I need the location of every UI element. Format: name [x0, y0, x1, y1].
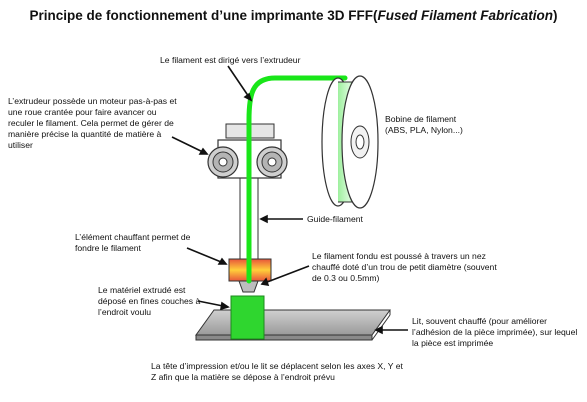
print-bed: [195, 309, 391, 341]
callout-arrows: [171, 65, 408, 335]
arrow-chauffant: [186, 247, 227, 265]
filament-strand: [246, 75, 348, 284]
label-extrudeur: L’extrudeur possède un moteur pas-à-pas …: [8, 96, 177, 150]
title-close: ): [553, 8, 558, 23]
arrow-filament-dirige: [227, 65, 252, 101]
label-lit: Lit, souvent chauffé (pour améliorer l’a…: [412, 316, 578, 348]
extruder-gear-left: [207, 146, 239, 178]
label-tete-impression: La tête d’impression et/ou le lit se dép…: [151, 361, 403, 382]
label-guide-filament: Guide-filament: [307, 214, 363, 224]
printed-part: [230, 295, 265, 340]
diagram-title: Principe de fonctionnement d’une imprima…: [0, 8, 587, 23]
title-italic: Fused Filament Fabrication: [377, 8, 554, 23]
label-bobine: Bobine de filament (ABS, PLA, Nylon...): [385, 114, 463, 135]
label-filament-dirige: Le filament est dirigé vers l’extrudeur: [160, 55, 301, 65]
extruder-gear-right: [256, 146, 288, 178]
label-filament-fondu: Le filament fondu est poussé à travers u…: [312, 251, 497, 283]
label-materiel-extrude: Le matériel extrudé est déposé en fines …: [98, 285, 201, 317]
filament-spool: [321, 75, 379, 209]
arrow-fondu: [261, 265, 310, 285]
label-element-chauffant: L’élément chauffant permet de fondre le …: [75, 232, 191, 253]
title-main: Principe de fonctionnement d’une imprima…: [29, 8, 378, 23]
